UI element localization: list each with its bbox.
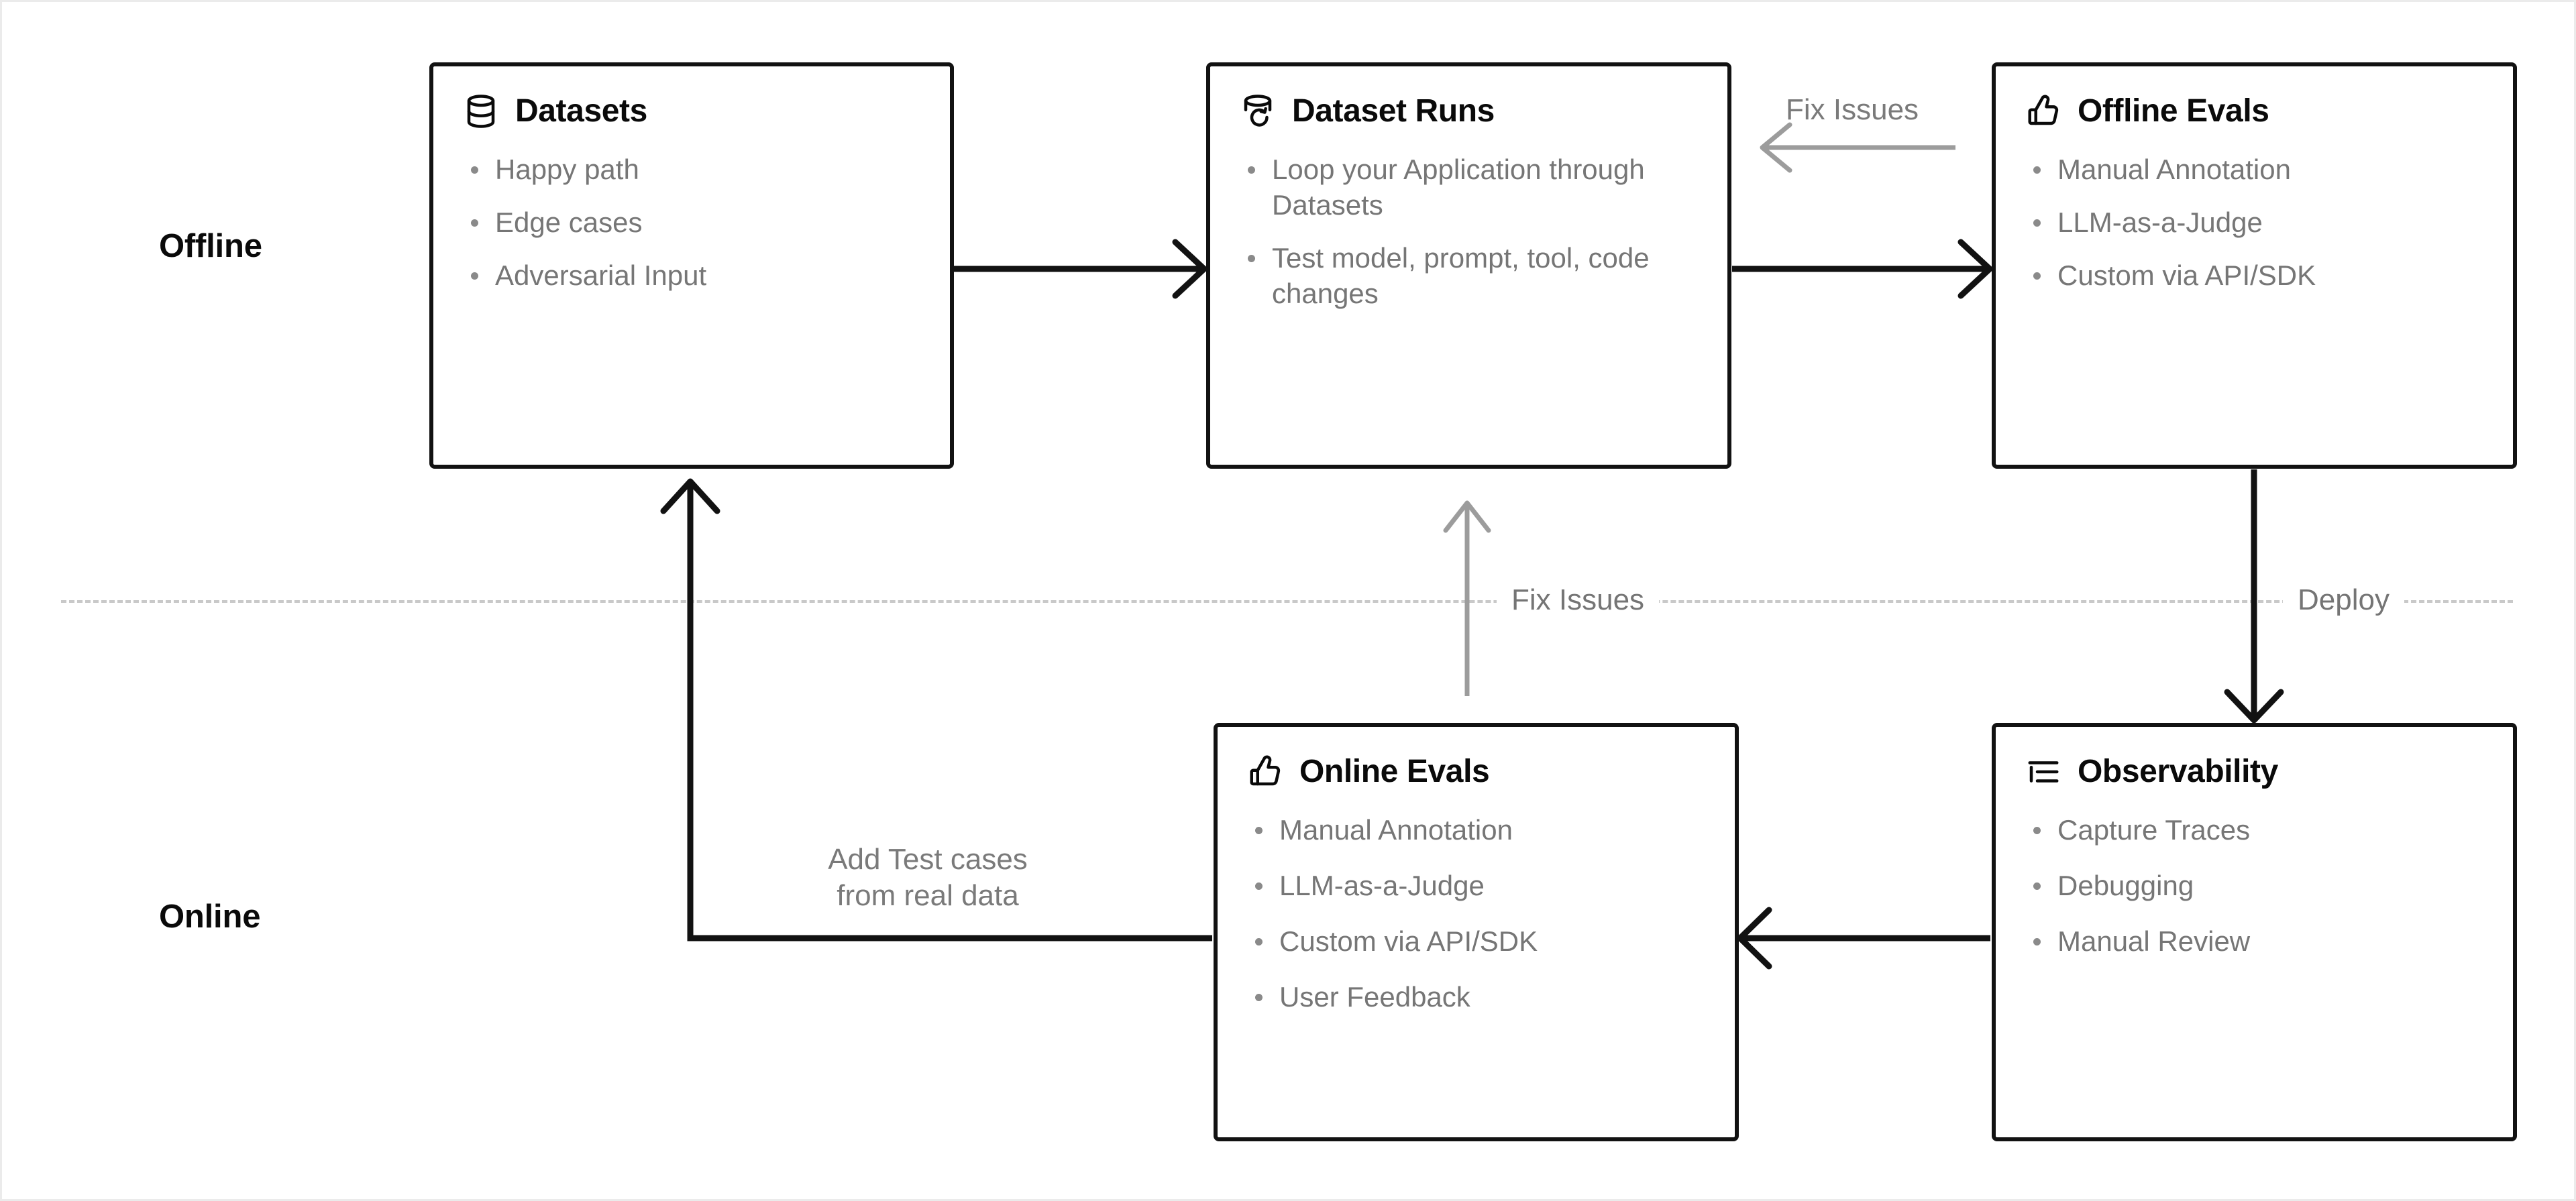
edge-label-fix-issues-top: Fix Issues [1786, 93, 1919, 126]
arrow-datasets-to-dataset-runs [954, 239, 1208, 299]
list-item: Happy path [463, 152, 920, 188]
node-title: Offline Evals [2078, 93, 2269, 129]
node-bullet-list: Loop your Application through Datasets T… [1240, 152, 1698, 312]
node-title: Online Evals [1299, 754, 1490, 789]
database-refresh-icon [1240, 93, 1276, 129]
node-title: Dataset Runs [1292, 93, 1495, 129]
node-title: Observability [2078, 754, 2278, 789]
divider-label-fix-issues: Fix Issues [1497, 583, 1660, 617]
node-dataset-runs[interactable]: Dataset Runs Loop your Application throu… [1206, 62, 1731, 469]
lane-label-online: Online [159, 899, 261, 935]
database-icon [463, 93, 499, 129]
node-header: Observability [2025, 754, 2483, 790]
list-item: Edge cases [463, 205, 920, 241]
arrow-observability-to-online-evals [1737, 907, 1990, 970]
arrow-dataset-runs-to-offline-evals [1732, 239, 1993, 299]
list-item: Custom via API/SDK [2025, 258, 2483, 294]
node-bullet-list: Manual Annotation LLM-as-a-Judge Custom … [2025, 152, 2483, 294]
edge-label-add-test-cases: Add Test cases from real data [828, 843, 1028, 912]
thumbs-up-icon [2025, 93, 2061, 129]
node-header: Dataset Runs [1240, 93, 1698, 129]
lane-label-offline: Offline [159, 228, 262, 264]
offline-online-divider [61, 600, 2513, 603]
list-item: Manual Annotation [2025, 152, 2483, 188]
list-item: Loop your Application through Datasets [1240, 152, 1698, 223]
list-item: Adversarial Input [463, 258, 920, 294]
node-offline-evals[interactable]: Offline Evals Manual Annotation LLM-as-a… [1992, 62, 2517, 469]
list-item: User Feedback [1247, 980, 1705, 1015]
list-item: Capture Traces [2025, 813, 2483, 848]
list-tree-icon [2025, 754, 2061, 790]
arrow-offline-evals-to-dataset-runs [1760, 122, 1955, 173]
list-item: Manual Review [2025, 924, 2483, 960]
arrow-online-evals-to-dataset-runs [1443, 500, 1491, 696]
node-header: Datasets [463, 93, 920, 129]
list-item: Manual Annotation [1247, 813, 1705, 848]
node-header: Online Evals [1247, 754, 1705, 790]
node-bullet-list: Happy path Edge cases Adversarial Input [463, 152, 920, 294]
node-observability[interactable]: Observability Capture Traces Debugging M… [1992, 723, 2517, 1141]
node-bullet-list: Manual Annotation LLM-as-a-Judge Custom … [1247, 813, 1705, 1015]
divider-label-deploy: Deploy [2283, 583, 2404, 617]
thumbs-up-icon [1247, 754, 1283, 790]
node-bullet-list: Capture Traces Debugging Manual Review [2025, 813, 2483, 960]
arrow-offline-evals-to-observability [2224, 469, 2284, 724]
list-item: Debugging [2025, 868, 2483, 904]
list-item: Test model, prompt, tool, code changes [1240, 241, 1698, 312]
node-header: Offline Evals [2025, 93, 2483, 129]
list-item: LLM-as-a-Judge [1247, 868, 1705, 904]
list-item: Custom via API/SDK [1247, 924, 1705, 960]
node-datasets[interactable]: Datasets Happy path Edge cases Adversari… [429, 62, 954, 469]
list-item: LLM-as-a-Judge [2025, 205, 2483, 241]
node-online-evals[interactable]: Online Evals Manual Annotation LLM-as-a-… [1214, 723, 1739, 1141]
node-title: Datasets [515, 93, 647, 129]
